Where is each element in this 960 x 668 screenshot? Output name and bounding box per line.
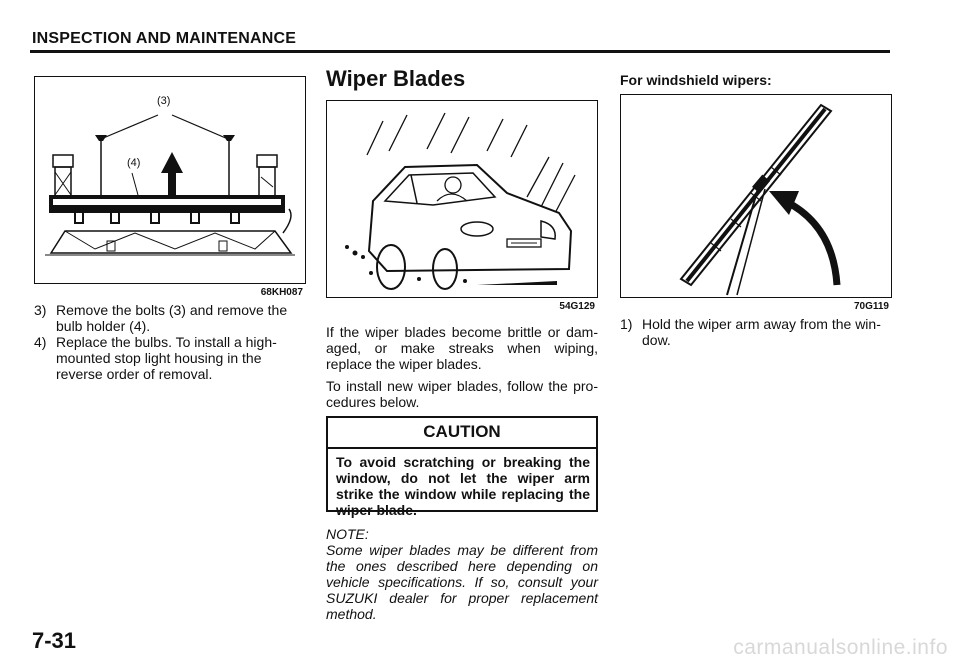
caution-title: CAUTION <box>328 418 596 449</box>
step-item: 3) Remove the bolts (3) and remove the b… <box>34 302 308 334</box>
header-rule <box>30 50 890 53</box>
stop-light-illustration <box>45 114 295 256</box>
wiper-arm-illustration <box>679 103 841 296</box>
windshield-subhead: For windshield wipers: <box>620 72 772 88</box>
section-header: INSPECTION AND MAINTENANCE <box>32 30 297 47</box>
right-steps: 1) Hold the wiper arm away from the win-… <box>620 316 892 348</box>
page-number: 7-31 <box>32 628 77 653</box>
note-body: Some wiper blades may be different from … <box>326 542 598 622</box>
note-block: NOTE: Some wiper blades may be different… <box>326 526 598 622</box>
step-number: 1) <box>620 316 633 332</box>
watermark: carmanualsonline.info <box>733 636 948 659</box>
wiper-blades-title: Wiper Blades <box>326 66 466 91</box>
figure-code: 70G119 <box>853 301 889 312</box>
figure-code: 68KH087 <box>260 287 303 298</box>
figure-code: 54G129 <box>559 301 595 312</box>
stop-light-figure: (3) (4) 68KH087 <box>34 76 306 298</box>
intro-paragraph: If the wiper blades become brittle or da… <box>326 324 598 372</box>
caution-box: CAUTION To avoid scratching or breaking … <box>326 416 598 518</box>
step-text: Remove the bolts (3) and remove the bulb… <box>56 302 288 334</box>
step-number: 4) <box>34 334 47 350</box>
callout-3: (3) <box>157 95 171 107</box>
step-item: 1) Hold the wiper arm away from the win-… <box>620 316 892 348</box>
wiper-figure: 70G119 <box>620 94 892 312</box>
step-item: 4) Replace the bulbs. To install a high-… <box>34 334 308 382</box>
car-in-rain-illustration <box>345 112 576 290</box>
step-number: 3) <box>34 302 47 318</box>
left-steps: 3) Remove the bolts (3) and remove the b… <box>34 302 308 382</box>
callout-4: (4) <box>127 157 141 169</box>
install-paragraph: To install new wiper blades, follow the … <box>326 378 598 410</box>
caution-body: To avoid scratching or breaking the wind… <box>336 454 590 518</box>
step-text: Hold the wiper arm away from the win-dow… <box>642 316 881 348</box>
step-text: Replace the bulbs. To install a high-mou… <box>56 334 277 382</box>
car-rain-figure: 54G129 <box>326 100 598 312</box>
note-label: NOTE: <box>326 526 369 542</box>
